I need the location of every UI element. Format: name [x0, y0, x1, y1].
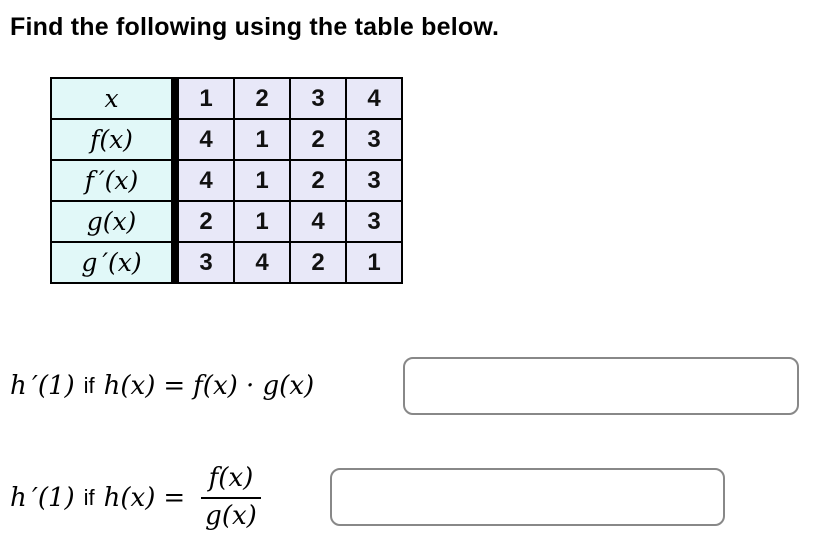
q2-hx: h(x): [103, 482, 156, 513]
row-label: x: [50, 77, 176, 120]
page-title: Find the following using the table below…: [10, 13, 500, 41]
table-row: f(x) 4 1 2 3: [50, 118, 403, 161]
table-cell: 2: [289, 241, 347, 284]
q1-equals: =: [163, 371, 186, 401]
table-cell: 3: [171, 241, 235, 284]
table-cell: 2: [289, 118, 347, 161]
table-cell: 2: [171, 200, 235, 243]
table-row: g ′(x) 3 4 2 1: [50, 241, 403, 284]
q1-lhs: h ′(1): [10, 371, 75, 401]
table-cell: 4: [233, 241, 291, 284]
table-cell: 1: [233, 200, 291, 243]
q1-if-word: if: [83, 373, 95, 398]
table-cell: 3: [345, 200, 403, 243]
table-cell: 1: [345, 241, 403, 284]
answer-input-1[interactable]: [403, 357, 799, 415]
table-cell: 4: [345, 77, 403, 120]
q1-rhs: f(x) · g(x): [193, 371, 315, 401]
table-cell: 3: [345, 118, 403, 161]
q2-equals: =: [163, 482, 186, 513]
row-label: g(x): [50, 200, 176, 243]
row-label: f ′(x): [50, 159, 176, 202]
table-row: x 1 2 3 4: [50, 77, 403, 120]
table-cell: 4: [171, 118, 235, 161]
table-row: f ′(x) 4 1 2 3: [50, 159, 403, 202]
table-cell: 2: [289, 159, 347, 202]
q2-fraction: f(x) g(x): [197, 464, 265, 530]
question-2-expression: h ′(1) if h(x) = f(x) g(x): [10, 450, 265, 545]
q2-denominator: g(x): [205, 501, 257, 531]
values-table: x 1 2 3 4 f(x) 4 1 2 3 f ′(x) 4 1 2 3: [50, 77, 403, 284]
row-label: g ′(x): [50, 241, 176, 284]
q1-hx: h(x): [103, 371, 156, 401]
table-row: g(x) 2 1 4 3: [50, 200, 403, 243]
q2-numerator: f(x): [200, 464, 262, 499]
table-cell: 1: [171, 77, 235, 120]
answer-input-2[interactable]: [330, 468, 725, 526]
table-cell: 4: [171, 159, 235, 202]
q2-if-word: if: [83, 484, 95, 510]
table-cell: 3: [345, 159, 403, 202]
question-1-expression: h ′(1) if h(x) = f(x) · g(x): [10, 357, 314, 415]
q2-lhs: h ′(1): [10, 482, 75, 513]
table-cell: 4: [289, 200, 347, 243]
table-cell: 3: [289, 77, 347, 120]
table-cell: 2: [233, 77, 291, 120]
table-cell: 1: [233, 118, 291, 161]
table-cell: 1: [233, 159, 291, 202]
row-label: f(x): [50, 118, 176, 161]
